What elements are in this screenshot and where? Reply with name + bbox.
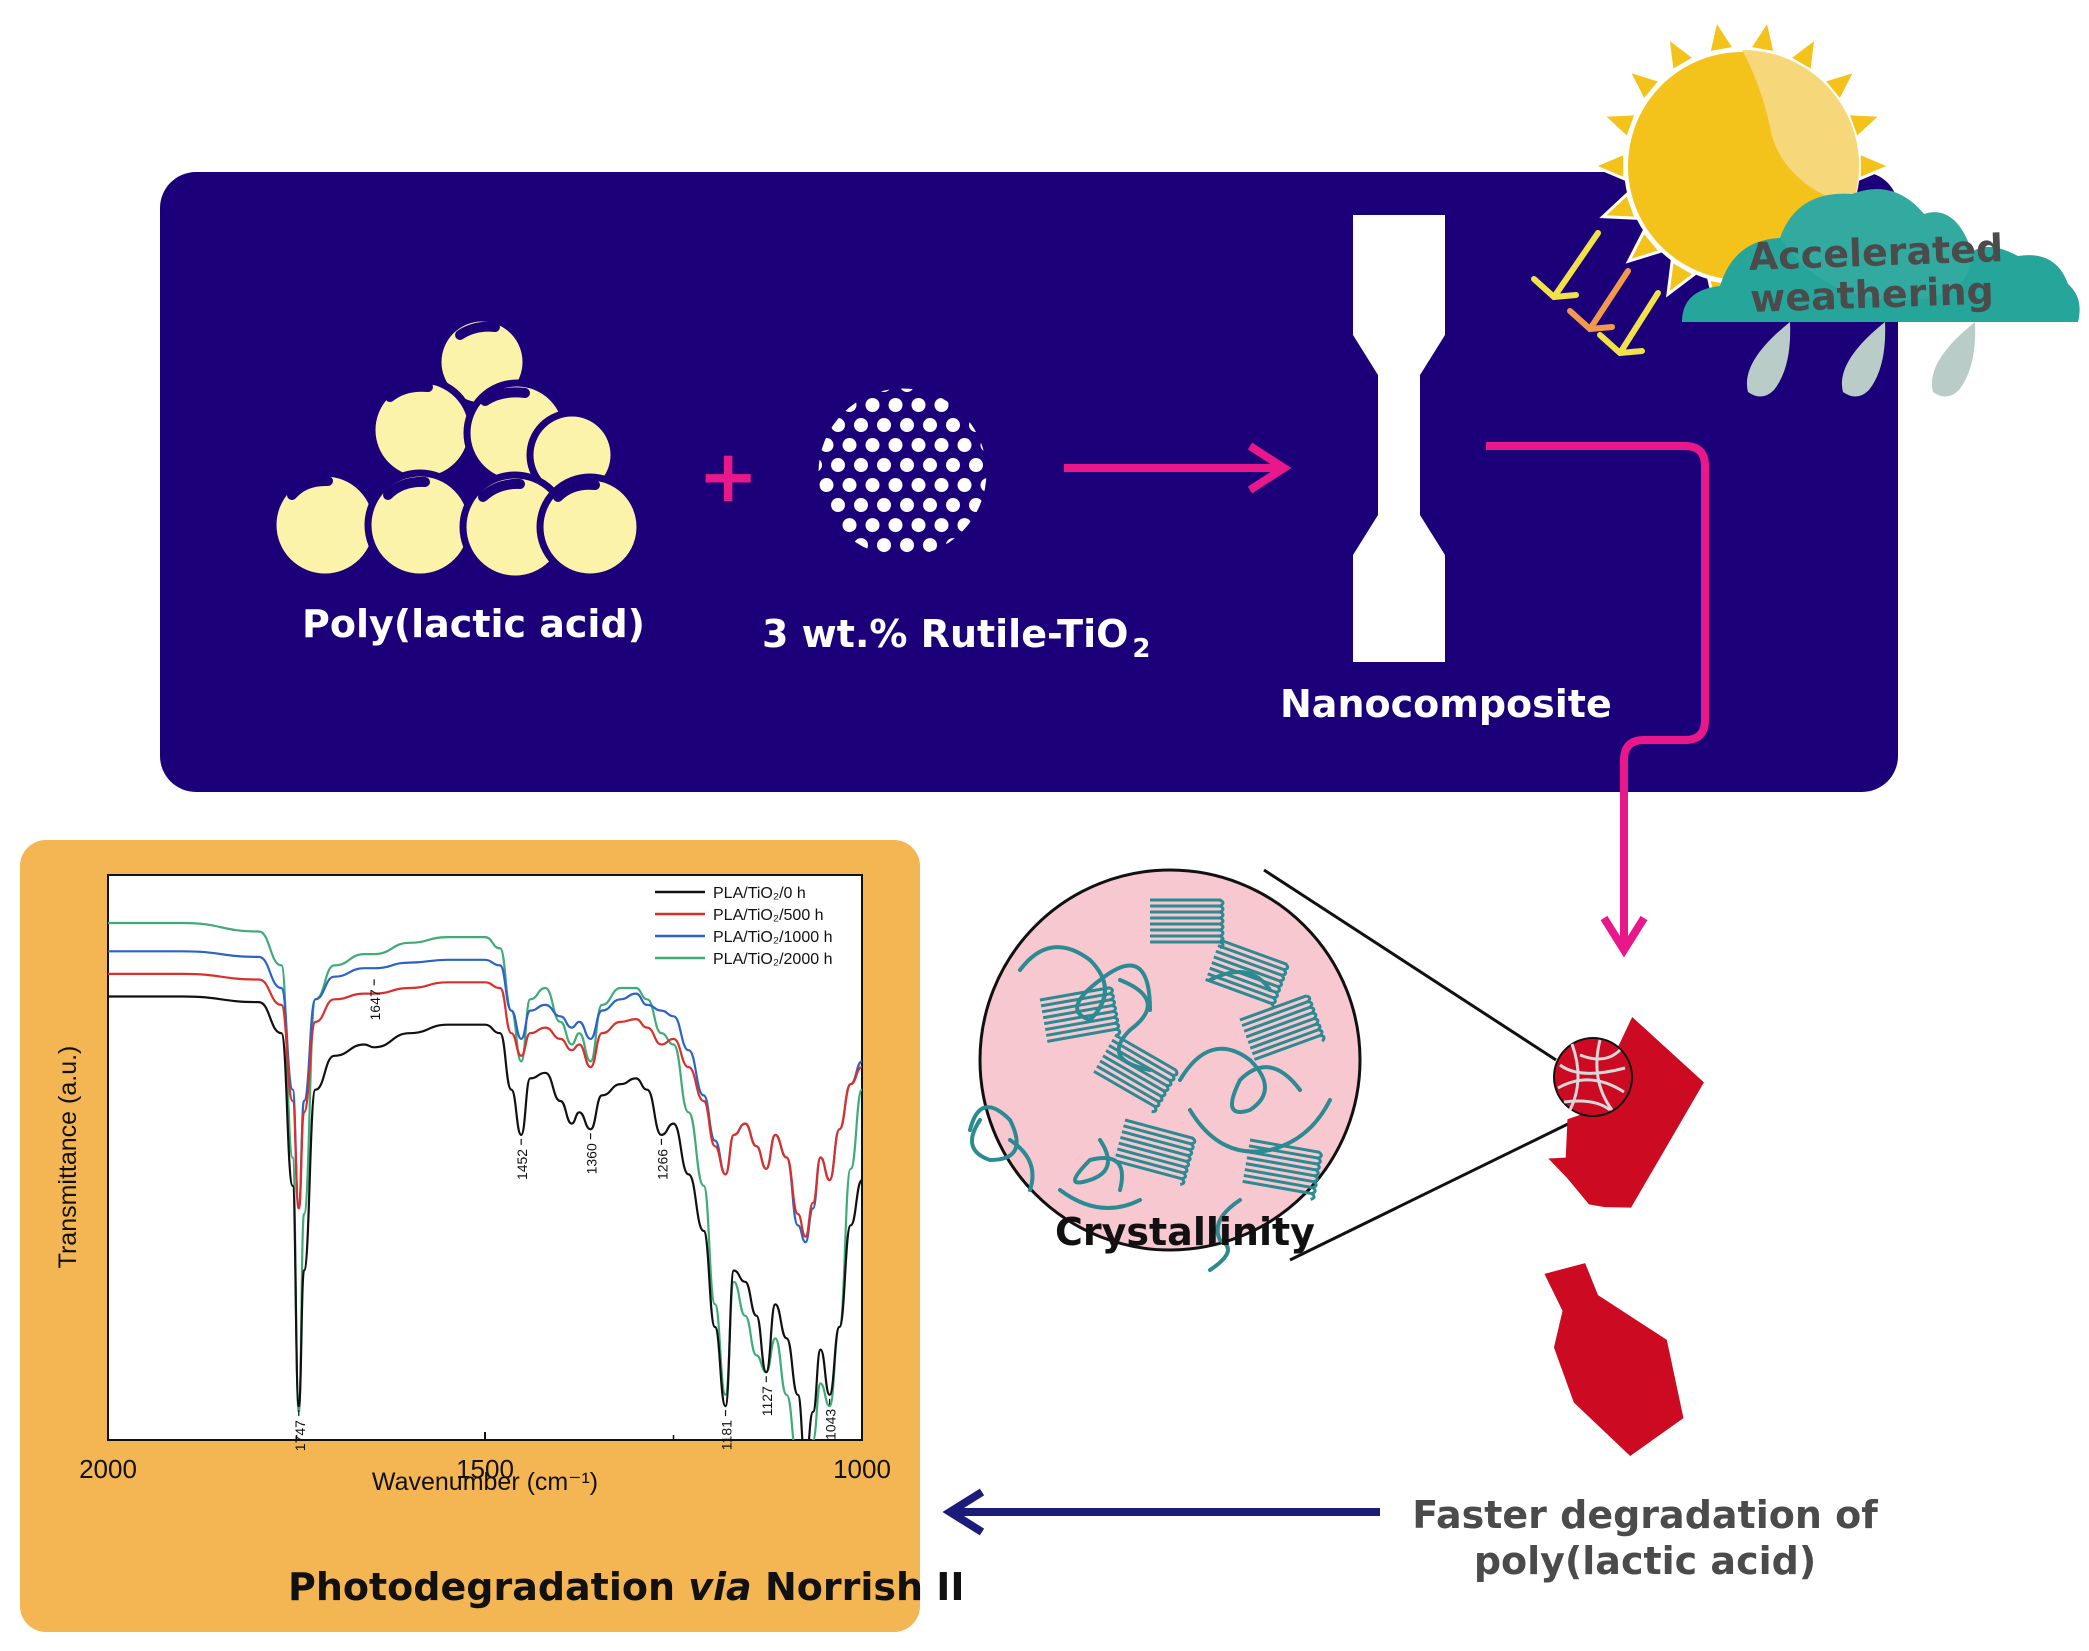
- series-line-0: [108, 995, 862, 1440]
- pla-label: Poly(lactic acid): [302, 602, 646, 646]
- annotation-1452: 1452: [514, 1149, 530, 1180]
- tio2-particle-icon: [818, 388, 987, 553]
- ftir-chart: 1747 1647 1452 1360 1266 1181 1127 1043 2000 150…: [54, 874, 891, 1496]
- broken-specimen-icon: [1544, 1016, 1704, 1456]
- photodeg-text-pre: Photodegradation: [288, 1565, 689, 1609]
- arrow-to-photodegradation: [942, 1488, 1380, 1536]
- dogbone-specimen-icon: [1353, 215, 1445, 662]
- weathering-label-line2: weathering: [1749, 268, 1995, 321]
- crystallinity-label: Crystallinity: [1055, 1210, 1315, 1254]
- photodeg-text-via: via: [688, 1565, 752, 1609]
- rain-drops-icon: [1746, 322, 1976, 397]
- arrow-to-degradation: [1486, 442, 1709, 958]
- tio2-label-subscript: 2: [1132, 634, 1151, 664]
- weathering-label: Accelerated weathering: [1748, 226, 2005, 321]
- photodegradation-label: Photodegradation via Norrish II: [288, 1565, 965, 1609]
- crystallinity-zoom: [968, 868, 1573, 1272]
- y-axis-label: Transmittance (a.u.): [54, 1046, 82, 1269]
- x-tick-label-1500: 1500: [456, 1454, 514, 1484]
- x-axis-label: Wavenumber (cm⁻¹): [372, 1468, 598, 1496]
- annotation-1747: 1747: [292, 1420, 308, 1451]
- annotation-1127: 1127: [759, 1386, 775, 1416]
- degradation-label-line2: poly(lactic acid): [1473, 1539, 1817, 1583]
- legend-label-0: PLA/TiO₂/0 h: [713, 885, 806, 902]
- arrow-to-nanocomposite: [1064, 442, 1292, 494]
- legend-label-3: PLA/TiO₂/2000 h: [713, 951, 832, 968]
- photodeg-text-post: Norrish II: [751, 1565, 965, 1609]
- annotation-1266: 1266: [654, 1149, 670, 1180]
- annotation-1360: 1360: [584, 1143, 600, 1174]
- nanocomposite-label: Nanocomposite: [1280, 682, 1612, 726]
- series-line-1: [108, 972, 862, 1238]
- annotation-1181: 1181: [719, 1420, 735, 1450]
- annotation-1043: 1043: [823, 1409, 839, 1440]
- plot-area: [107, 874, 863, 1441]
- uv-rays-icon: [1531, 230, 1661, 357]
- series-line-3: [108, 921, 862, 1440]
- pla-spheres-icon: [270, 314, 644, 583]
- annotation-1647: 1647: [367, 989, 383, 1020]
- degradation-label-line1: Faster degradation of: [1412, 1493, 1878, 1537]
- x-tick-label-1000: 1000: [833, 1454, 891, 1484]
- legend-label-1: PLA/TiO₂/500 h: [713, 907, 824, 924]
- tio2-label-main: 3 wt.% Rutile-TiO: [762, 612, 1129, 656]
- legend-label-2: PLA/TiO₂/1000 h: [713, 929, 832, 946]
- plus-sign: +: [698, 434, 759, 518]
- cloud-icon: [1682, 189, 2080, 322]
- degradation-label: Faster degradation of poly(lactic acid): [1405, 1492, 1885, 1584]
- x-tick-label-2000: 2000: [79, 1454, 137, 1484]
